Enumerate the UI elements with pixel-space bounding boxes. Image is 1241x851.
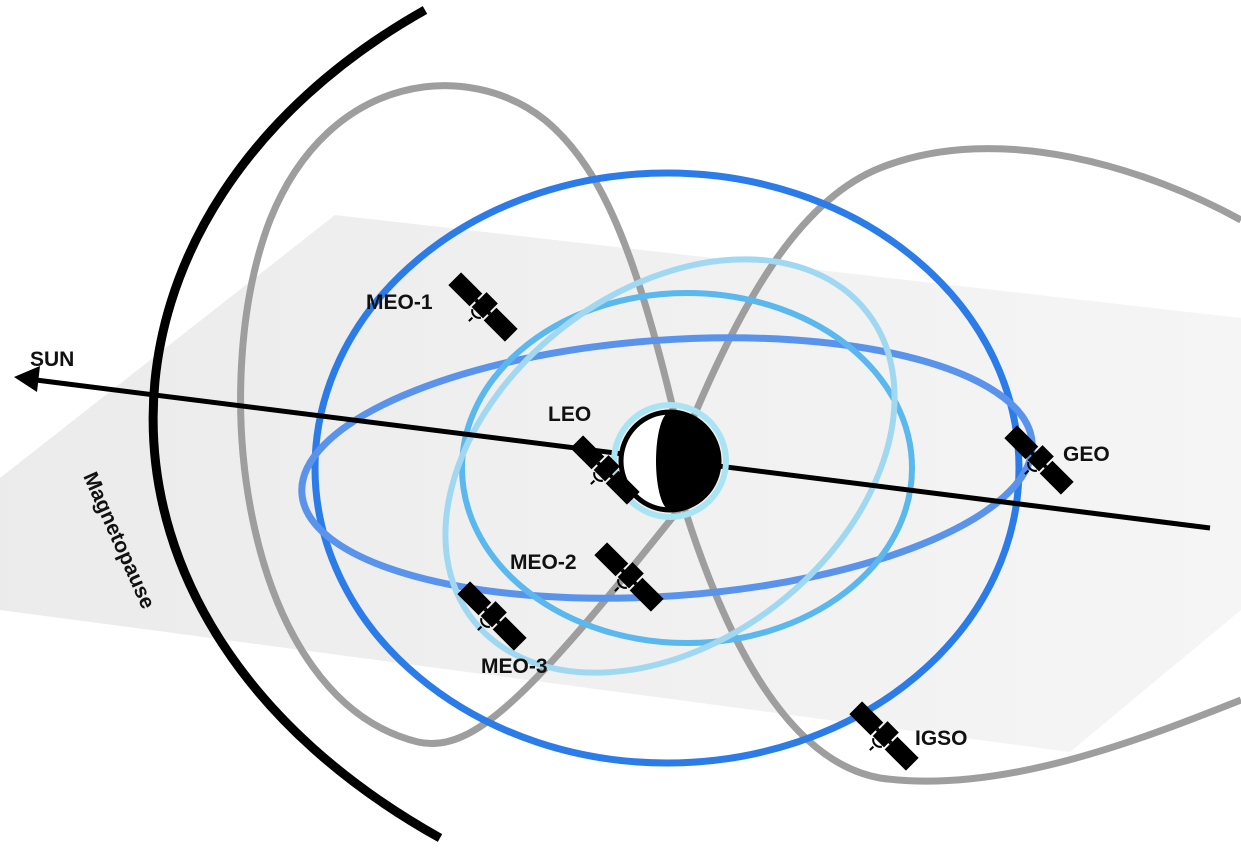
geo-orbit-inclined — [311, 169, 1023, 767]
magnetopause-curve — [148, 6, 443, 842]
igso-orbit-right — [676, 145, 1241, 785]
igso-orbit-left — [237, 82, 691, 748]
meo2-label: MEO-2 — [510, 551, 577, 574]
meo-orbit-b — [442, 256, 898, 676]
geo-label: GEO — [1063, 443, 1110, 466]
meo1-label: MEO-1 — [366, 291, 433, 314]
sun-arrow-icon — [14, 366, 40, 392]
earth-icon — [618, 409, 722, 513]
meo-orbit-a — [459, 290, 915, 646]
meo3-label: MEO-3 — [481, 655, 548, 678]
igso-label: IGSO — [915, 727, 968, 750]
leo-label: LEO — [548, 403, 591, 426]
sun-label: SUN — [30, 348, 74, 371]
